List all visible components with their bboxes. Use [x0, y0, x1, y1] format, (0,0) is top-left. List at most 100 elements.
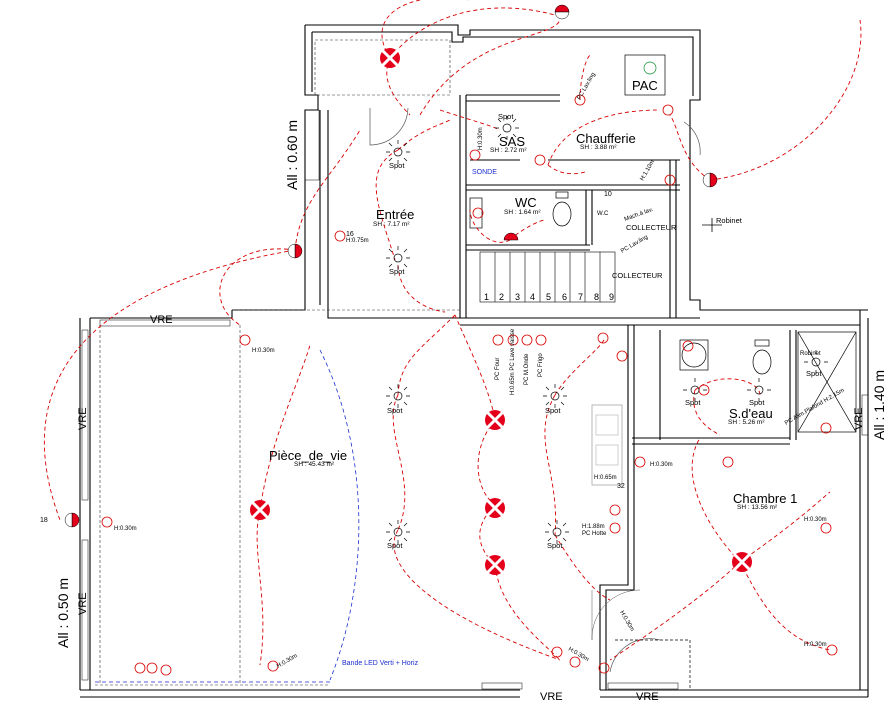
stair-step: 2 [499, 292, 504, 302]
stair-step: 7 [578, 292, 583, 302]
height-label: H:0.30m [618, 610, 635, 633]
collecteur-label: COLLECTEUR [626, 223, 677, 232]
stair-step: 1 [484, 292, 489, 302]
collecteur-label: COLLECTEUR [612, 271, 663, 280]
circuit-number: 18 [40, 517, 48, 524]
vre-bottom-2: VRE [636, 691, 659, 701]
spot-label: Spot [389, 267, 405, 276]
room-name-piece-de-vie: Pièce_de_vie [269, 448, 347, 463]
vre-left-2: VRE [77, 592, 89, 615]
room-area-piece-de-vie: SH : 45.43 m² [294, 461, 335, 468]
spot-label: Spot [749, 398, 765, 407]
pc-lavling-label: PC Lav.ling [577, 72, 597, 101]
stair-step: 9 [609, 292, 614, 302]
robinet-exterior-label: Robinet [716, 216, 743, 225]
circuit-lines [43, 0, 862, 666]
room-area-sdeau: SH : 5.26 m² [728, 419, 765, 426]
spot-icon [683, 378, 707, 402]
room-name-sdeau: S.d'eau [729, 406, 773, 421]
circuit-number: 16 [346, 231, 354, 238]
spot-icon [545, 520, 569, 544]
spot-label: Spot [545, 406, 561, 415]
pc-alim-plafond-label: PC Alim.Plafond H:2.15m [784, 388, 846, 427]
room-area-sas: SH : 2.72 m² [490, 147, 527, 154]
vre-left-1: VRE [77, 407, 89, 430]
spot-icon [386, 140, 410, 164]
height-label: H:0.30m [804, 642, 827, 648]
bande-led-label: Bande LED Verti + Horiz [342, 660, 419, 667]
led-strip [95, 349, 360, 683]
ceiling-light-icon [380, 48, 400, 68]
allege-050: All : 0.50 m [55, 578, 71, 648]
room-name-chaufferie: Chaufferie [576, 131, 636, 146]
spot-labels: Spot Spot Spot Spot Spot Spot Spot Spot … [387, 112, 822, 550]
stair-step: 6 [562, 292, 567, 302]
ceiling-light-icon [485, 555, 505, 575]
pc-hotte-label: PC Hotte [582, 531, 607, 537]
stair-step: 8 [594, 292, 599, 302]
robinet-icon [702, 218, 722, 232]
height-label: H:0.65m [594, 475, 617, 481]
allege-140: All : 1.40 m [871, 370, 887, 440]
ceiling-light-icon [732, 552, 752, 572]
height-label: H:0.75m [346, 238, 369, 244]
height-label: H:0.30m [252, 348, 275, 354]
vre-top: VRE [150, 314, 173, 326]
robinet-sdeau-label: Robinet [800, 351, 821, 357]
room-name-chambre1: Chambre 1 [733, 491, 797, 506]
sonde-label: SONDE [472, 169, 497, 176]
stairs [479, 251, 616, 303]
walls [79, 24, 869, 698]
ceiling-lights [250, 48, 752, 575]
pc-lave-vaisselle-label: H:0.65m PC Lave vaisse [510, 328, 516, 395]
spot-label: Spot [387, 406, 403, 415]
spot-icon [386, 384, 410, 408]
vre-right: VRE [853, 407, 865, 430]
height-label: H:0.30m [804, 517, 827, 523]
allege-labels: All : 0.60 m All : 0.50 m All : 1.40 m [55, 120, 887, 648]
room-name-wc: WC [515, 195, 537, 210]
spot-label: Spot [387, 541, 403, 550]
mach-lav-label: Mach.à lav. [624, 207, 655, 223]
ceiling-light-icon [485, 498, 505, 518]
spot-label: Spot [547, 541, 563, 550]
pac-label: PAC [632, 78, 658, 93]
wc-abbr-label: W.C [597, 211, 609, 217]
room-name-sas: SAS [499, 134, 525, 149]
spots [386, 116, 828, 544]
height-label: H:0.30m [650, 462, 673, 468]
circuit-number: 32 [617, 483, 625, 490]
ceiling-light-icon [250, 500, 270, 520]
spot-icon [804, 350, 828, 374]
spot-label: Spot [498, 112, 514, 121]
spot-icon [386, 246, 410, 270]
room-area-chaufferie: SH : 3.88 m² [580, 144, 617, 151]
height-label: H:1.88m [582, 524, 605, 530]
room-area-chambre1: SH : 13.56 m² [737, 504, 778, 511]
spot-label: Spot [389, 161, 405, 170]
height-label: H:0.30m [114, 526, 137, 532]
circuit-number: 10 [604, 191, 612, 198]
spot-icon [386, 520, 410, 544]
height-label: H:0.30m [276, 653, 299, 670]
spot-label: Spot [685, 398, 701, 407]
spot-icon [543, 384, 567, 408]
spot-icon [495, 116, 519, 140]
room-area-wc: SH : 1.64 m² [504, 209, 541, 216]
room-name-entree: Entrée [376, 207, 414, 222]
stair-numbers: 1 2 3 4 5 6 7 8 9 [484, 292, 614, 302]
fixtures [369, 54, 857, 690]
vre-bottom-1: VRE [540, 691, 563, 701]
height-label: H:0.30m [478, 127, 484, 150]
allege-060: All : 0.60 m [284, 120, 300, 190]
pc-frigo-label: PC Frigo [538, 353, 544, 377]
spot-icon [747, 378, 771, 402]
pc-lavling-label: PC Lav.ling [620, 234, 649, 254]
stair-step: 5 [546, 292, 551, 302]
stair-step: 3 [515, 292, 520, 302]
ceiling-light-icon [485, 410, 505, 430]
wall-switches [64, 4, 718, 528]
vre-labels: VRE VRE VRE VRE VRE VRE [77, 314, 865, 701]
pc-micro-onde-label: PC M.Onde [524, 353, 530, 385]
